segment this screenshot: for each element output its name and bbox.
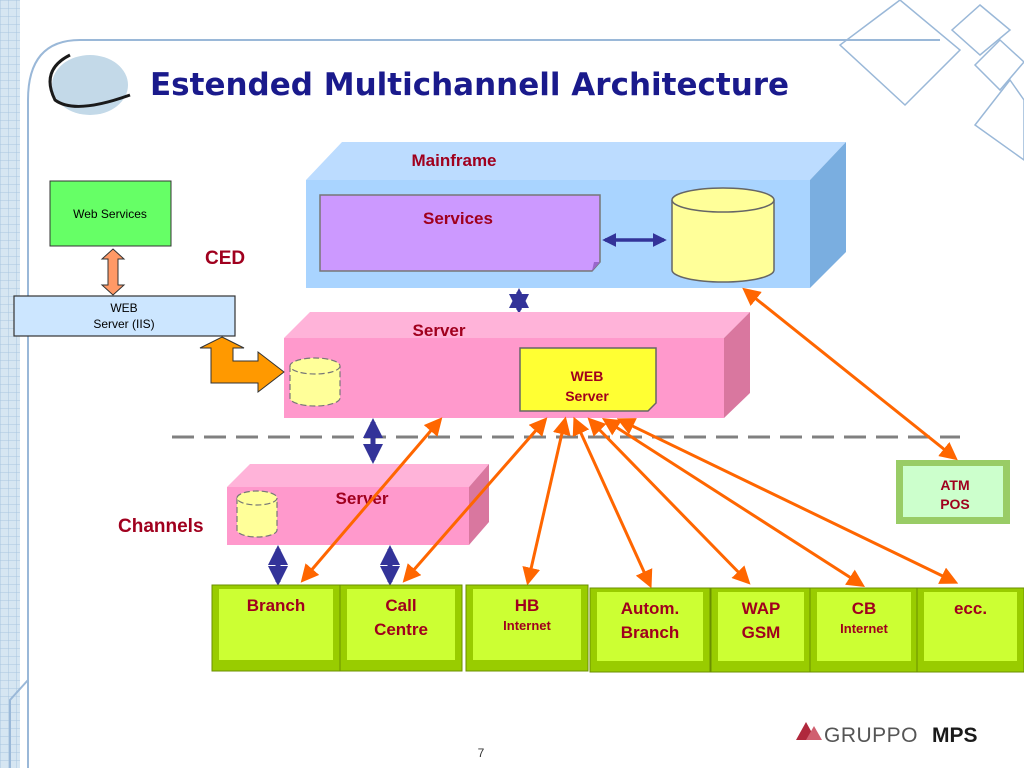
logo-text-bold: MPS bbox=[932, 724, 978, 747]
channel-key-autom-branch-line2: Branch bbox=[621, 623, 680, 642]
frame-line bbox=[27, 39, 940, 768]
channel-key-hb-internet: HB Internet bbox=[465, 584, 589, 672]
atm-pos-line1: ATM bbox=[940, 477, 969, 493]
ced-callcentre-arrow bbox=[402, 417, 548, 583]
channel-key-branch-line1: Branch bbox=[247, 596, 306, 615]
channel-key-cb-internet-line1: CB bbox=[852, 599, 877, 618]
web-services-iis-arrow bbox=[100, 248, 126, 296]
gruppo-mps-logo: GRUPPO MPS bbox=[796, 722, 978, 747]
channel-key-wap-gsm-line1: WAP bbox=[742, 599, 781, 618]
web-services-label: Web Services bbox=[73, 207, 147, 221]
channel-key-ecc-line1: ecc. bbox=[954, 599, 987, 618]
mainframe-label: Mainframe bbox=[411, 151, 496, 170]
web-server-iis-line1: WEB bbox=[110, 301, 137, 315]
web-services-box bbox=[49, 180, 172, 247]
iis-server-bent-arrow bbox=[199, 336, 285, 394]
decorative-diamonds bbox=[838, 0, 1024, 161]
channel-key-branch: Branch bbox=[211, 584, 341, 672]
logo-icon bbox=[48, 53, 131, 115]
web-server-iis-line2: Server (IIS) bbox=[93, 317, 154, 331]
services-label: Services bbox=[423, 209, 493, 228]
services-box bbox=[319, 194, 601, 272]
channel-key-cb-internet-line2: Internet bbox=[840, 621, 888, 636]
ced-cb-arrow bbox=[601, 418, 866, 587]
channel-key-hb-internet-line1: HB bbox=[515, 596, 540, 615]
channel-key-wap-gsm: WAP GSM bbox=[710, 587, 812, 673]
atm-pos-line2: POS bbox=[940, 496, 970, 512]
channel-key-call-centre-line2: Centre bbox=[374, 620, 428, 639]
frame-corner bbox=[9, 679, 29, 768]
channels-server-database-icon bbox=[236, 490, 278, 538]
channels-server-label: Server bbox=[336, 489, 389, 508]
left-grid-strip bbox=[0, 0, 20, 768]
ced-server-block bbox=[284, 312, 750, 418]
logo-text-light: GRUPPO bbox=[824, 724, 918, 747]
web-server-box bbox=[519, 347, 657, 412]
ced-hb-arrow bbox=[522, 416, 571, 586]
page-number: 7 bbox=[478, 746, 485, 760]
mainframe-atm-arrow bbox=[742, 287, 958, 461]
ced-label: CED bbox=[205, 248, 245, 269]
channel-key-hb-internet-line2: Internet bbox=[503, 618, 551, 633]
web-server-line1: WEB bbox=[571, 368, 604, 384]
web-server-line2: Server bbox=[565, 388, 609, 404]
channel-key-ecc: ecc. bbox=[916, 587, 1024, 673]
ced-ecc-arrow bbox=[616, 418, 959, 584]
channel-key-call-centre-line1: Call bbox=[385, 596, 416, 615]
ced-server-label: Server bbox=[413, 321, 466, 340]
page-title: Estended Multichannell Architecture bbox=[150, 67, 789, 103]
channel-key-autom-branch: Autom. Branch bbox=[589, 587, 711, 673]
channel-key-wap-gsm-line2: GSM bbox=[742, 623, 781, 642]
channel-key-cb-internet: CB Internet bbox=[809, 587, 919, 673]
orange-arrows bbox=[300, 287, 959, 589]
mainframe-database-icon bbox=[671, 187, 775, 283]
web-server-iis-box bbox=[13, 295, 236, 337]
channel-key-autom-branch-line1: Autom. bbox=[621, 599, 680, 618]
ced-server-database-icon bbox=[289, 357, 341, 407]
channels-label: Channels bbox=[118, 516, 204, 537]
